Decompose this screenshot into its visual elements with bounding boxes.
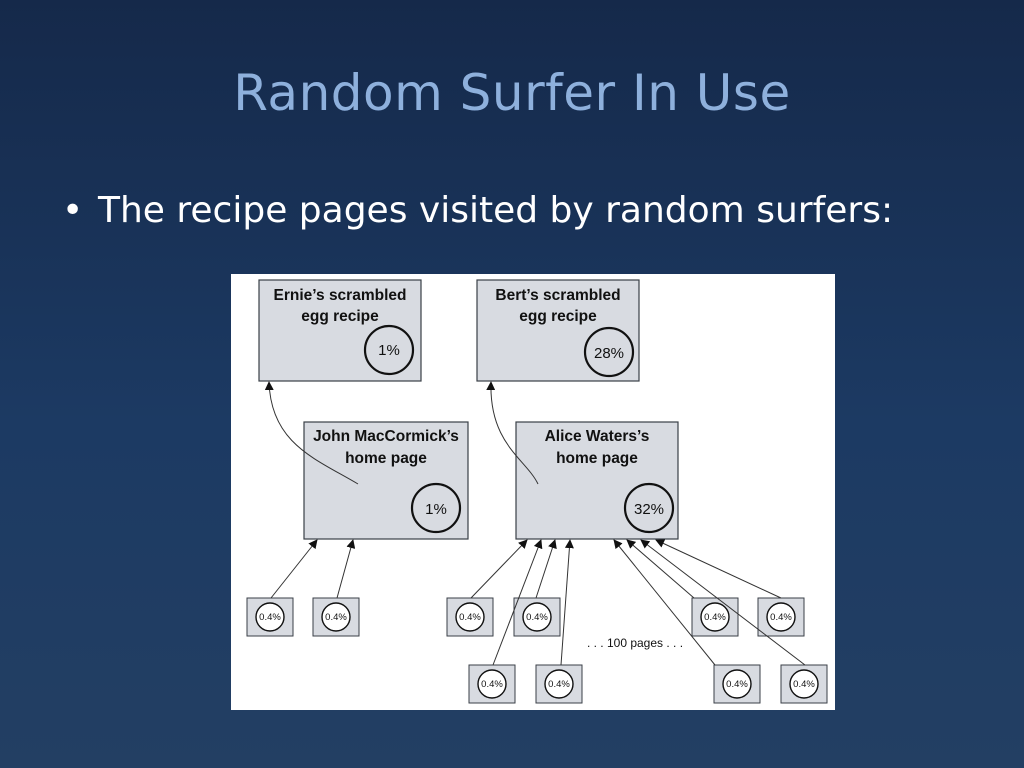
alice-pct-circle — [623, 482, 675, 534]
alice-homepage-node: Alice Waters’s home page 32% — [515, 421, 679, 540]
small-page-node: 0.4% — [446, 597, 494, 637]
john-label-line2: home page — [345, 450, 427, 467]
bullet-item: • The recipe pages visited by random surf… — [62, 190, 893, 231]
link-arrow — [270, 539, 318, 599]
small-page-pct: 0.4% — [325, 612, 347, 623]
ernie-recipe-node: Ernie’s scrambled egg recipe 1% — [258, 279, 422, 382]
bert-pct-circle — [583, 326, 635, 378]
link-arrow — [336, 539, 356, 599]
small-page-node: 0.4% — [312, 597, 360, 637]
small-page-pct: 0.4% — [548, 679, 570, 690]
slide-title: Random Surfer In Use — [233, 64, 791, 122]
john-pct-circle — [410, 482, 462, 534]
john-to-ernie-link — [264, 381, 359, 485]
link-arrow — [535, 539, 557, 599]
diagram-figure: Ernie’s scrambled egg recipe 1% Bert’s s… — [231, 274, 835, 710]
bert-recipe-node: Bert’s scrambled egg recipe 28% — [476, 279, 640, 382]
small-page-pct: 0.4% — [481, 679, 503, 690]
small-page-pct: 0.4% — [793, 679, 815, 690]
link-arrow — [655, 539, 782, 599]
john-homepage-node: John MacCormick’s home page 1% — [303, 421, 469, 540]
ernie-label-line2: egg recipe — [301, 308, 379, 325]
link-arrow — [470, 539, 528, 599]
small-page-node: 0.4% — [535, 664, 583, 704]
link-arrow — [560, 539, 574, 666]
small-page-node: 0.4% — [246, 597, 294, 637]
bert-label-line2: egg recipe — [519, 308, 597, 325]
link-arrow — [626, 539, 695, 599]
alice-to-bert-link — [486, 381, 539, 485]
alice-label-line2: home page — [556, 450, 638, 467]
link-diagram: Ernie’s scrambled egg recipe 1% Bert’s s… — [246, 279, 828, 704]
small-page-pct: 0.4% — [526, 612, 548, 623]
link-arrow — [640, 539, 806, 666]
ernie-pct: 1% — [378, 342, 400, 359]
small-page-node: 0.4% — [513, 597, 561, 637]
small-page-pct: 0.4% — [770, 612, 792, 623]
small-page-node: 0.4% — [780, 664, 828, 704]
small-page-pct: 0.4% — [259, 612, 281, 623]
small-page-node: 0.4% — [691, 597, 739, 637]
link-arrow — [613, 539, 716, 666]
alice-pct: 32% — [634, 501, 664, 518]
bert-label-line1: Bert’s scrambled — [495, 287, 620, 304]
small-page-pct: 0.4% — [726, 679, 748, 690]
ernie-pct-circle — [363, 324, 415, 376]
small-page-node: 0.4% — [468, 664, 516, 704]
small-page-node: 0.4% — [713, 664, 761, 704]
link-arrow — [492, 539, 543, 666]
ernie-label-line1: Ernie’s scrambled — [274, 287, 407, 304]
ellipsis-label: . . . 100 pages . . . — [587, 636, 683, 650]
small-page-pct: 0.4% — [704, 612, 726, 623]
bullet-text: The recipe pages visited by random surfe… — [98, 190, 894, 231]
bullet-dot-icon: • — [62, 190, 84, 231]
john-label-line1: John MacCormick’s — [313, 428, 459, 445]
bert-pct: 28% — [594, 345, 624, 362]
small-page-pct: 0.4% — [459, 612, 481, 623]
small-page-node: 0.4% — [757, 597, 805, 637]
john-pct: 1% — [425, 501, 447, 518]
alice-label-line1: Alice Waters’s — [545, 428, 650, 445]
